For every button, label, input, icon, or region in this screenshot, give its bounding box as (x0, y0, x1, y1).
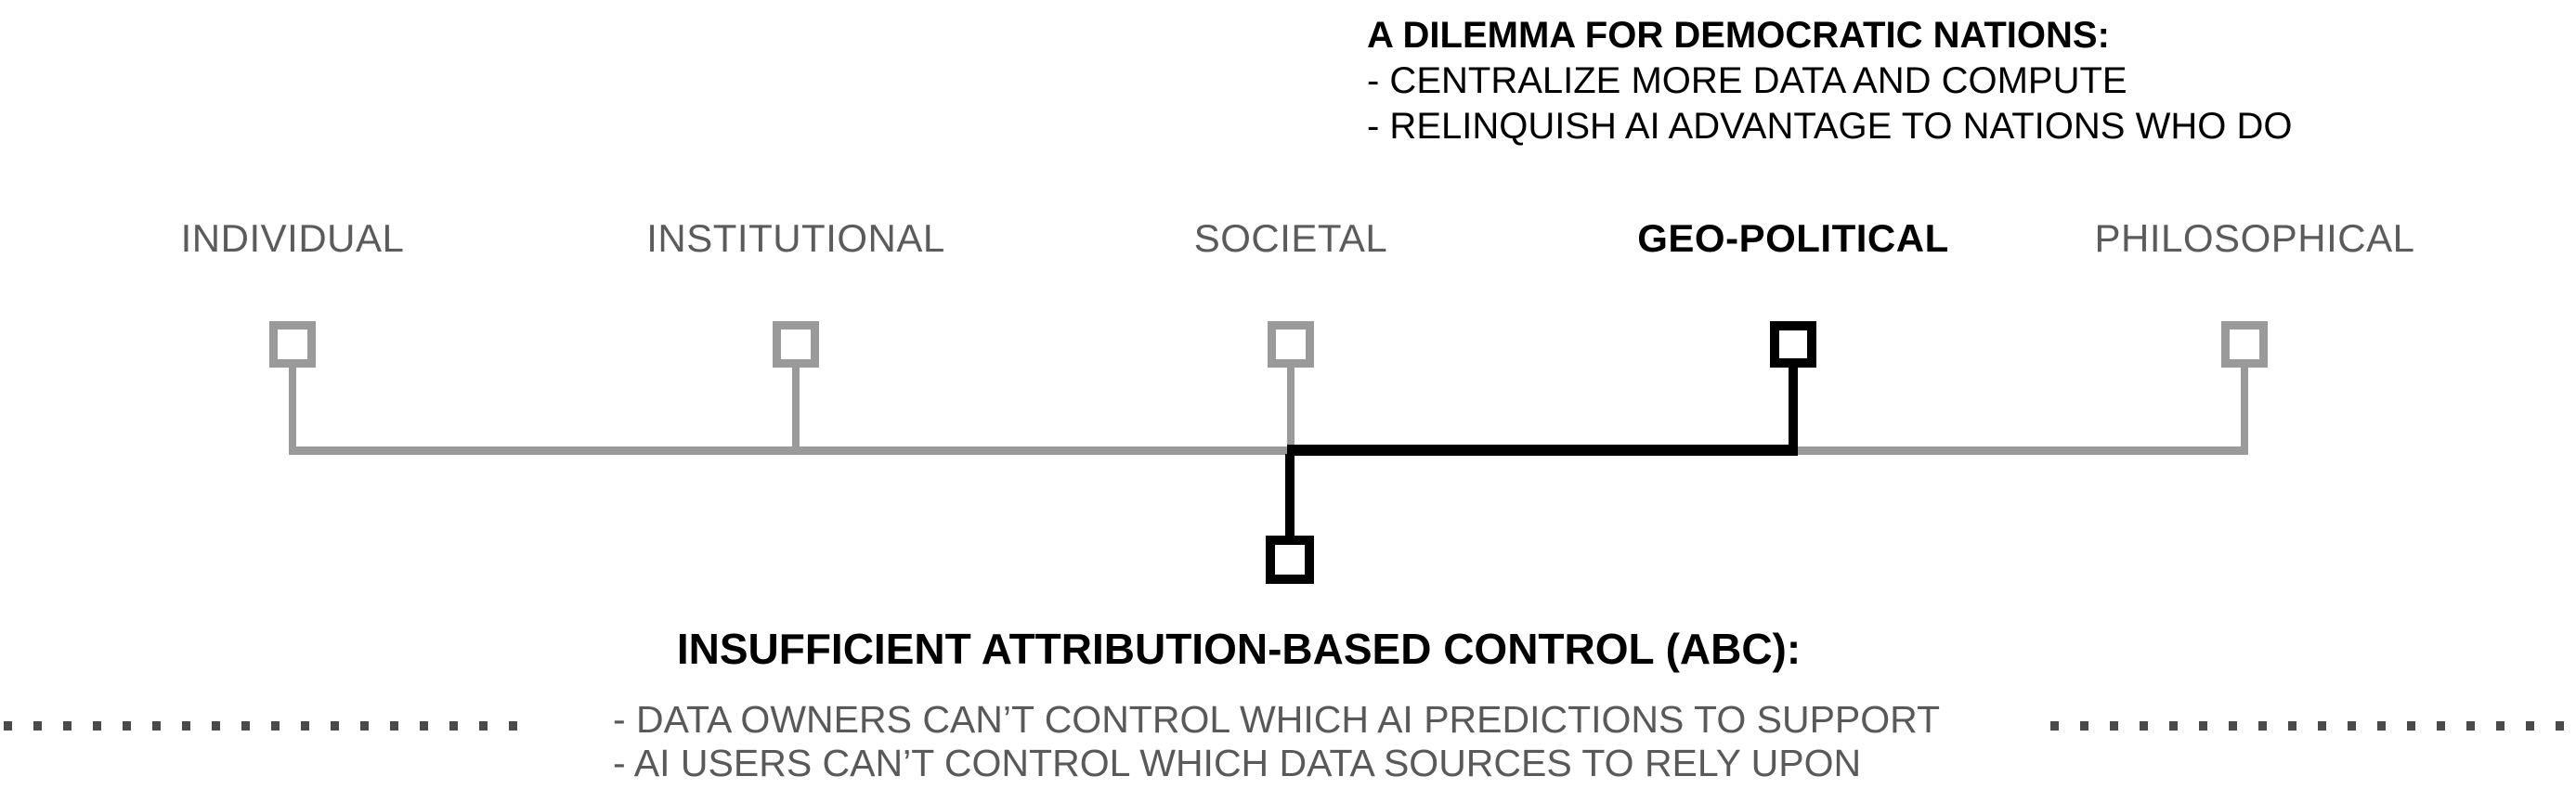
dilemma-note-title: A DILEMMA FOR DEMOCRATIC NATIONS: (1367, 15, 2110, 56)
abc-node-marker (1266, 536, 1314, 584)
node-marker-societal (1268, 321, 1314, 368)
dilemma-note: A DILEMMA FOR DEMOCRATIC NATIONS: - CENT… (1367, 13, 2292, 149)
highlight-segment-line (1287, 445, 1798, 456)
spectrum-axis-line (289, 446, 2248, 455)
abc-branch-line (1285, 454, 1295, 537)
category-label-societal: SOCIETAL (1193, 216, 1388, 260)
node-stem-societal (1287, 367, 1295, 450)
dilemma-note-point: - CENTRALIZE MORE DATA AND COMPUTE (1367, 60, 2127, 101)
dotted-divider-right (2050, 721, 2570, 731)
abc-note-point: - AI USERS CAN’T CONTROL WHICH DATA SOUR… (613, 742, 1862, 784)
abc-note-title: INSUFFICIENT ATTRIBUTION-BASED CONTROL (… (676, 625, 1802, 673)
node-marker-geo-political (1770, 321, 1816, 368)
node-marker-philosophical (2221, 321, 2268, 368)
node-stem-geo-political (1789, 367, 1798, 450)
abc-note: - DATA OWNERS CAN’T CONTROL WHICH AI PRE… (613, 698, 1940, 785)
node-stem-institutional (792, 367, 800, 450)
category-label-institutional: INSTITUTIONAL (646, 216, 945, 260)
node-stem-individual (289, 367, 296, 450)
node-marker-institutional (773, 321, 819, 368)
node-marker-individual (269, 321, 316, 368)
dotted-divider-left (4, 721, 518, 731)
abc-note-point: - DATA OWNERS CAN’T CONTROL WHICH AI PRE… (613, 698, 1941, 741)
dilemma-note-point: - RELINQUISH AI ADVANTAGE TO NATIONS WHO… (1367, 106, 2293, 147)
category-label-geo-political: GEO-POLITICAL (1637, 216, 1949, 260)
node-stem-philosophical (2241, 367, 2248, 450)
category-label-philosophical: PHILOSOPHICAL (2094, 216, 2415, 260)
category-label-individual: INDIVIDUAL (180, 216, 405, 260)
